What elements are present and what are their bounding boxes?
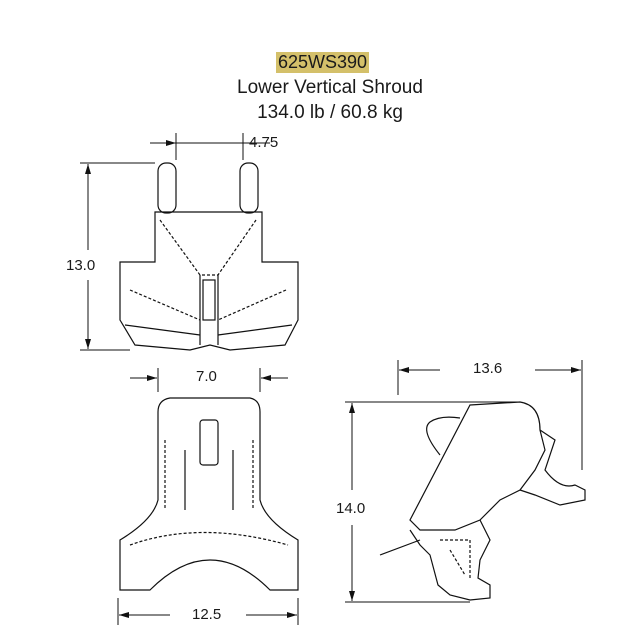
part-name: Lower Vertical Shroud — [237, 77, 423, 98]
dimension-front-post-spacing — [150, 133, 270, 160]
front-view — [119, 162, 299, 351]
dim-label-top-overall-width: 12.5 — [192, 606, 222, 623]
dim-label-top-inner-width: 7.0 — [196, 368, 217, 385]
dimension-side-depth — [397, 360, 583, 470]
part-weight: 134.0 lb / 60.8 kg — [257, 102, 403, 123]
dimension-front-height — [80, 162, 155, 351]
dim-label-front-post-spacing: 4.75 — [249, 134, 279, 151]
dimension-top-overall-width — [117, 598, 299, 625]
dim-label-side-height: 14.0 — [336, 500, 366, 517]
side-view — [379, 401, 586, 601]
dim-label-front-height: 13.0 — [66, 257, 96, 274]
dim-label-side-depth: 13.6 — [473, 360, 503, 377]
dimension-side-height — [345, 401, 520, 603]
part-number: 625WS390 — [276, 52, 370, 73]
top-view — [119, 397, 299, 591]
dimension-top-inner-width — [130, 368, 288, 392]
